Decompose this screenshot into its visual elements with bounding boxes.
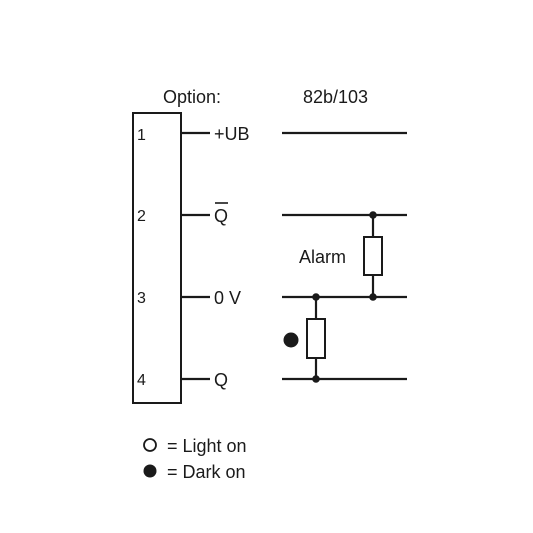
signal-label-q: Q (214, 370, 228, 390)
dark-on-marker-icon (283, 332, 299, 348)
open-circle-icon (143, 438, 157, 452)
pin-number-2: 2 (137, 208, 146, 225)
alarm-resistor (363, 236, 383, 276)
signal-label-0v: 0 V (214, 288, 241, 308)
legend-dark-on: = Dark on (167, 462, 246, 482)
junction-dot (312, 293, 320, 301)
load-resistor (306, 318, 326, 359)
connector-block (132, 112, 182, 404)
pin-number-4: 4 (137, 372, 146, 389)
filled-circle-icon (143, 464, 157, 478)
alarm-label: Alarm (299, 247, 346, 267)
option-label: Option: (163, 87, 221, 107)
option-value: 82b/103 (303, 87, 368, 107)
junction-dot (369, 293, 377, 301)
pin-number-3: 3 (137, 290, 146, 307)
signal-label-ub: +UB (214, 124, 250, 144)
junction-dot (369, 211, 377, 219)
junction-dot (312, 375, 320, 383)
pin-number-1: 1 (137, 127, 146, 144)
legend-light-on: = Light on (167, 436, 247, 456)
signal-label-q-bar: Q (214, 206, 228, 226)
